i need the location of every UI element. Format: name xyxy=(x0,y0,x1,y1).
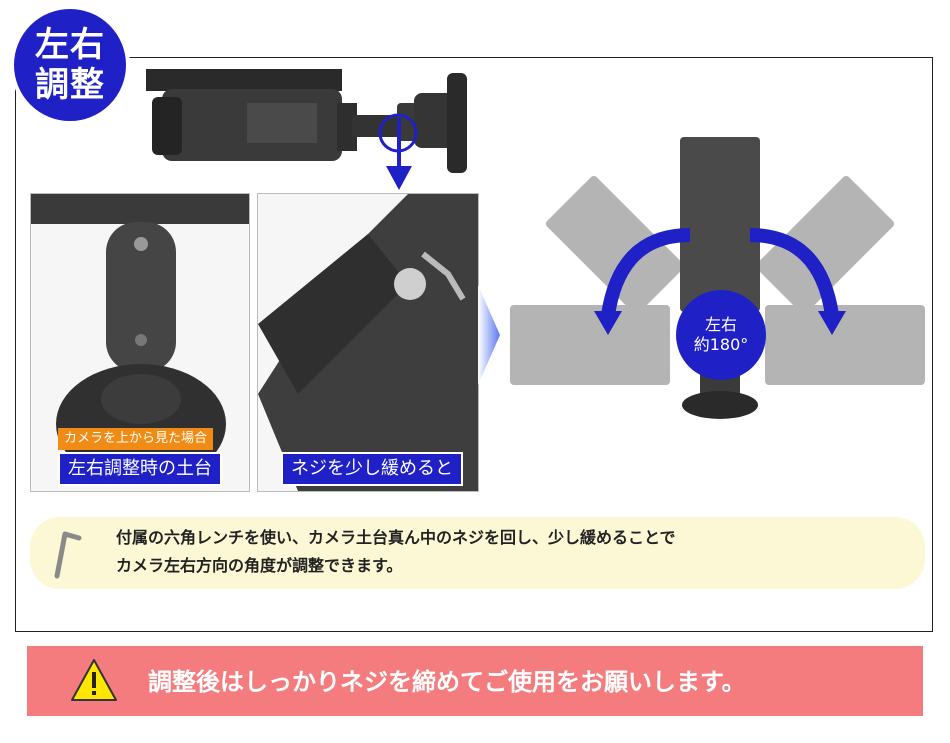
rotation-line-1: 左右 xyxy=(704,315,737,334)
warning-banner xyxy=(27,646,923,716)
badge-line-2: 調整 xyxy=(35,65,105,105)
instruction-text: 付属の六角レンチを使い、カメラ土台真ん中のネジを回し、少し緩めることで カメラ左… xyxy=(116,524,896,580)
top-view-label: カメラを上から見た場合 xyxy=(58,428,214,450)
badge-line-1: 左右 xyxy=(35,25,105,65)
warning-text: 調整後はしっかりネジを締めてご使用をお願いします。 xyxy=(148,668,746,696)
screw-photo xyxy=(257,193,479,492)
rotation-line-2: 約180° xyxy=(693,335,749,354)
adjust-badge: 左右 調整 xyxy=(10,5,130,125)
chevron-right-icon xyxy=(478,285,500,385)
rotation-badge: 左右 約180° xyxy=(676,290,766,380)
rotation-illustration xyxy=(510,137,925,419)
instruction-line-2: カメラ左右方向の角度が調整できます。 xyxy=(116,556,403,575)
mount-label: 左右調整時の土台 xyxy=(58,452,222,486)
down-arrow-icon xyxy=(386,118,412,190)
instruction-box xyxy=(30,517,925,589)
camera-image xyxy=(146,69,467,173)
screw-illustration xyxy=(258,194,478,491)
warning-icon xyxy=(71,659,117,701)
instruction-line-1: 付属の六角レンチを使い、カメラ土台真ん中のネジを回し、少し緩めることで xyxy=(116,528,676,547)
loosen-label: ネジを少し緩めると xyxy=(281,452,463,486)
hex-wrench-icon xyxy=(54,531,82,579)
